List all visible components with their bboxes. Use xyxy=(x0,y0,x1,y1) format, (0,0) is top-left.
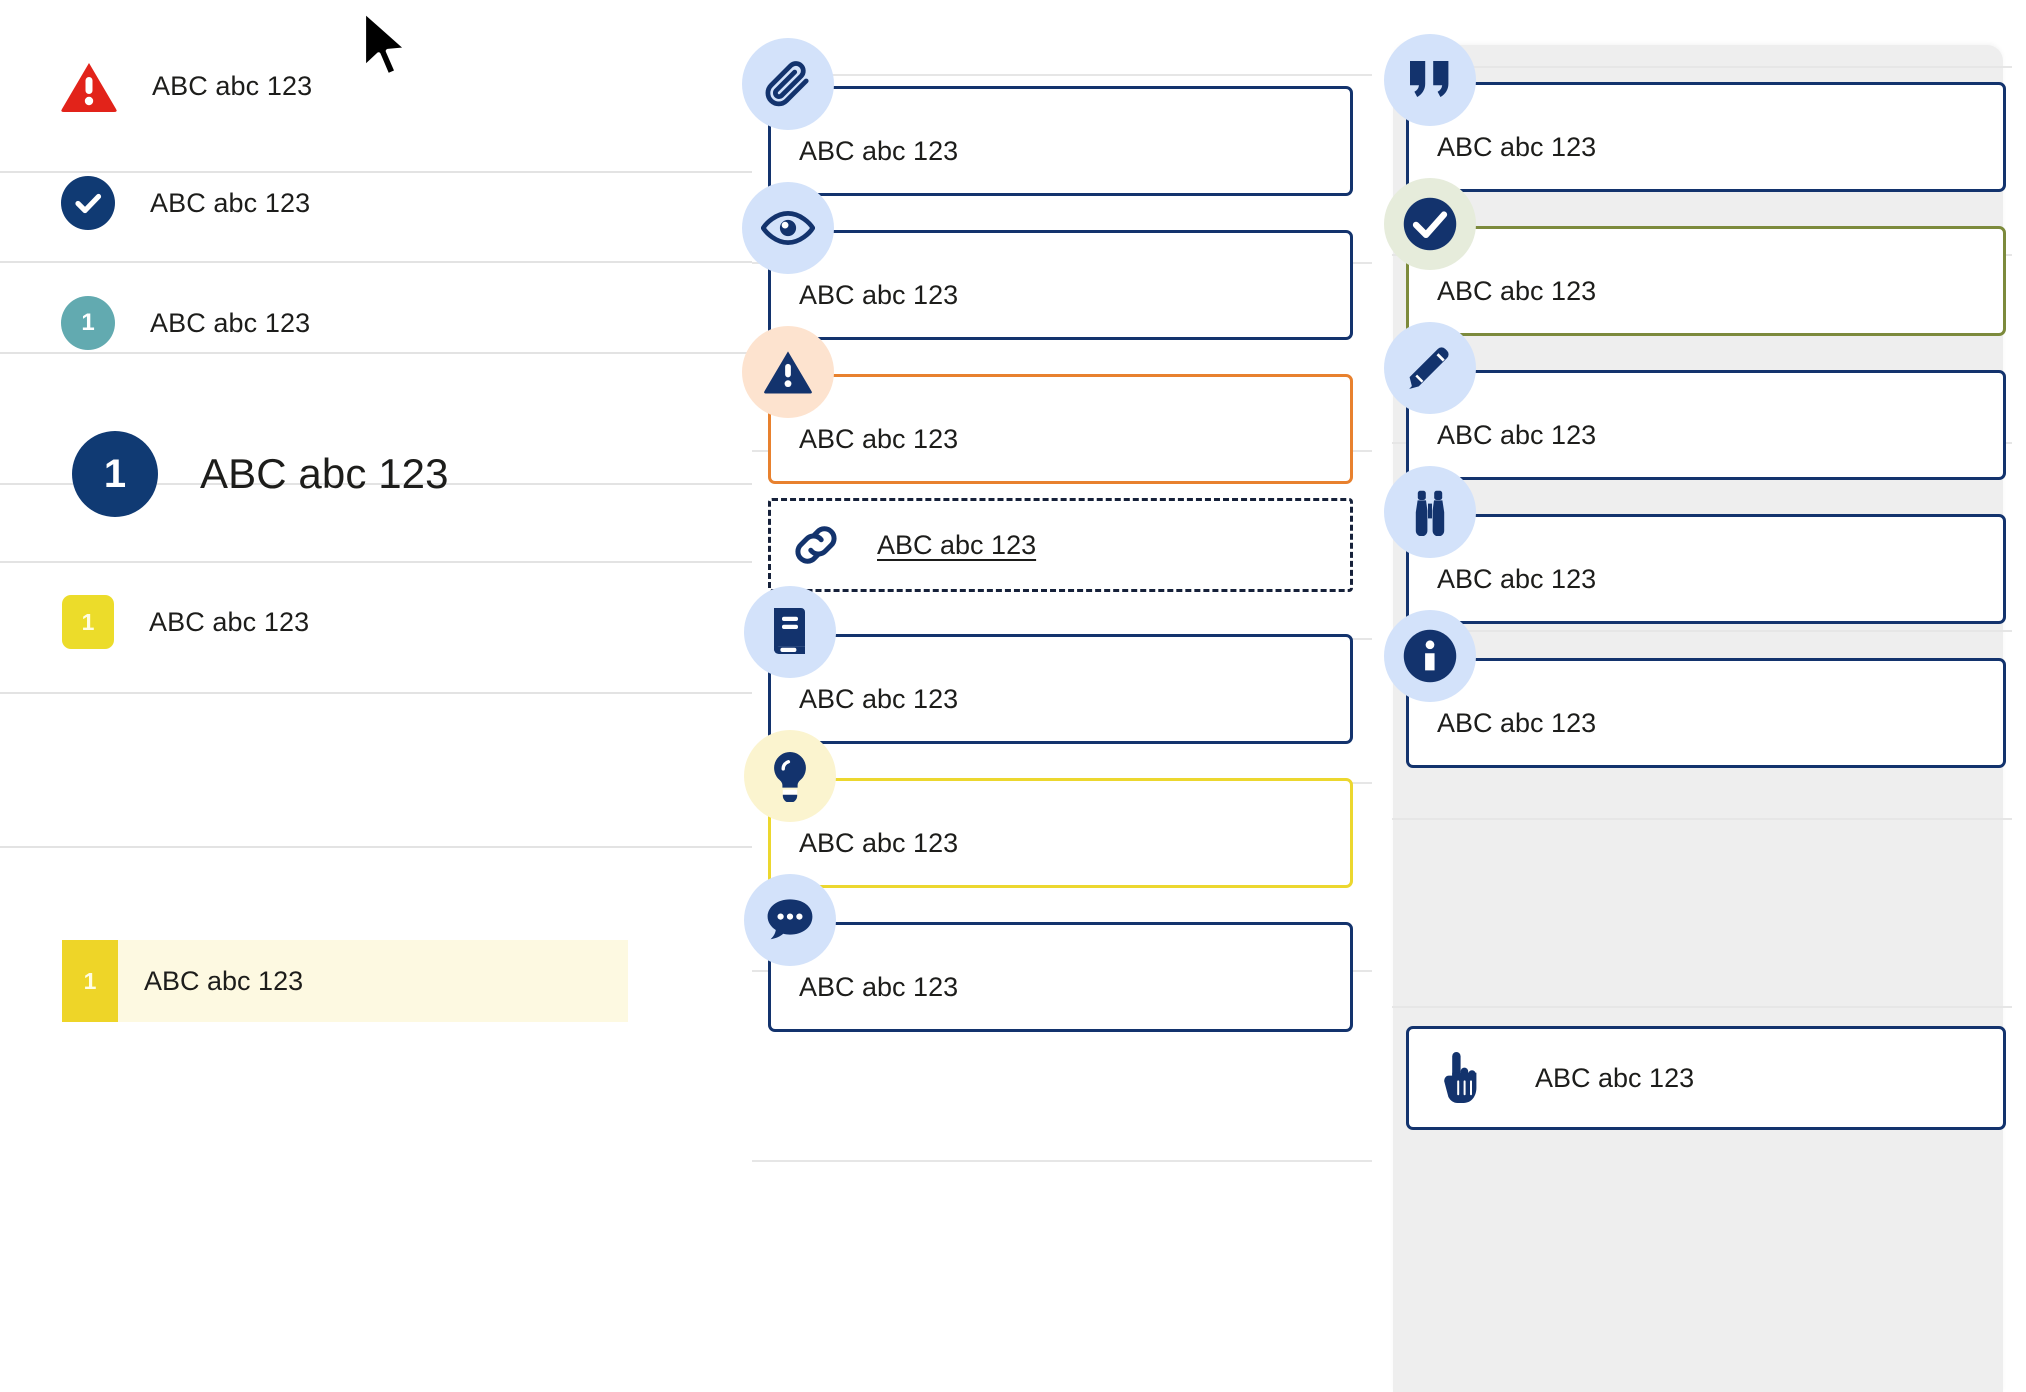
middle-card-column: ABC abc 123 ABC abc 123 ABC abc 123 xyxy=(742,0,1392,1392)
chat-bubble-icon xyxy=(744,874,836,966)
card-edit[interactable]: ABC abc 123 xyxy=(1406,370,2006,480)
card-separator xyxy=(1392,630,2012,632)
card-label: ABC abc 123 xyxy=(799,828,959,858)
badge-count: 1 xyxy=(81,608,95,635)
row-separator xyxy=(0,352,752,354)
book-icon xyxy=(744,586,836,678)
number-badge-icon: 1 xyxy=(61,296,115,350)
right-card-column: ABC abc 123 ABC abc 123 ABC abc 123 xyxy=(1384,0,2026,1392)
list-item-label: ABC abc 123 xyxy=(152,70,313,101)
check-circle-icon xyxy=(1384,178,1476,270)
card-label: ABC abc 123 xyxy=(799,424,959,454)
card-visibility[interactable]: ABC abc 123 xyxy=(768,230,1353,340)
list-item-label: ABC abc 123 xyxy=(150,187,311,218)
list-item-label: ABC abc 123 xyxy=(150,307,311,338)
card-separator xyxy=(1392,1006,2012,1008)
number-badge-icon: 1 xyxy=(72,431,158,517)
hand-pointer-icon xyxy=(1435,1049,1485,1107)
card-label: ABC abc 123 xyxy=(799,136,959,166)
row-separator xyxy=(0,692,752,694)
binoculars-icon xyxy=(1384,466,1476,558)
card-warning[interactable]: ABC abc 123 xyxy=(768,374,1353,484)
card-separator xyxy=(1392,66,2012,68)
card-label: ABC abc 123 xyxy=(1437,420,1597,450)
left-list-column: ABC abc 123 ABC abc 123 1 ABC abc 123 1 … xyxy=(0,0,752,1392)
badge-count: 1 xyxy=(103,452,127,496)
card-separator xyxy=(752,1160,1372,1162)
list-item-label: ABC abc 123 xyxy=(149,606,310,637)
card-observe[interactable]: ABC abc 123 xyxy=(1406,514,2006,624)
warning-triangle-icon xyxy=(60,61,117,112)
card-glossary[interactable]: ABC abc 123 xyxy=(768,634,1353,744)
info-circle-icon xyxy=(1384,610,1476,702)
list-item-label: ABC abc 123 xyxy=(200,450,449,497)
list-item-counter-large[interactable]: 1 ABC abc 123 xyxy=(0,430,752,518)
row-separator xyxy=(0,483,752,485)
card-attachment[interactable]: ABC abc 123 xyxy=(768,86,1353,196)
card-link-label[interactable]: ABC abc 123 xyxy=(877,529,1037,560)
link-icon xyxy=(791,520,841,570)
card-label: ABC abc 123 xyxy=(1437,132,1597,162)
card-separator xyxy=(1392,818,2012,820)
list-item-label: ABC abc 123 xyxy=(144,965,304,996)
row-separator xyxy=(0,561,752,563)
row-separator xyxy=(0,846,752,848)
badge-count: 1 xyxy=(83,967,97,994)
lightbulb-icon xyxy=(744,730,836,822)
card-action[interactable]: ABC abc 123 xyxy=(1406,1026,2006,1130)
mouse-pointer-icon xyxy=(360,8,418,87)
card-label: ABC abc 123 xyxy=(1437,564,1597,594)
card-tip[interactable]: ABC abc 123 xyxy=(768,778,1353,888)
card-info[interactable]: ABC abc 123 xyxy=(1406,658,2006,768)
quote-icon xyxy=(1384,34,1476,126)
list-item-counter-teal[interactable]: 1 ABC abc 123 xyxy=(0,295,752,351)
card-separator xyxy=(752,74,1372,76)
paperclip-icon xyxy=(742,38,834,130)
card-label: ABC abc 123 xyxy=(799,280,959,310)
card-comment[interactable]: ABC abc 123 xyxy=(768,922,1353,1032)
list-item-counter-yellow[interactable]: 1 ABC abc 123 xyxy=(0,594,752,650)
card-label: ABC abc 123 xyxy=(1535,1062,1695,1093)
check-circle-icon xyxy=(61,176,115,230)
row-separator xyxy=(0,261,752,263)
number-badge-icon: 1 xyxy=(62,940,118,1022)
card-label: ABC abc 123 xyxy=(799,684,959,714)
list-item-warning[interactable]: ABC abc 123 xyxy=(0,58,752,114)
list-item-selected[interactable]: 1 ABC abc 123 xyxy=(62,940,628,1022)
card-quote[interactable]: ABC abc 123 xyxy=(1406,82,2006,192)
eye-icon xyxy=(742,182,834,274)
warning-triangle-icon xyxy=(742,326,834,418)
row-separator xyxy=(0,171,752,173)
card-label: ABC abc 123 xyxy=(1437,708,1597,738)
badge-count: 1 xyxy=(81,309,95,336)
pencil-icon xyxy=(1384,322,1476,414)
card-confirmed[interactable]: ABC abc 123 xyxy=(1406,226,2006,336)
list-item-success[interactable]: ABC abc 123 xyxy=(0,175,752,231)
card-label: ABC abc 123 xyxy=(799,972,959,1002)
card-link[interactable]: ABC abc 123 xyxy=(768,498,1353,592)
card-label: ABC abc 123 xyxy=(1437,276,1597,306)
number-badge-icon: 1 xyxy=(62,595,114,649)
